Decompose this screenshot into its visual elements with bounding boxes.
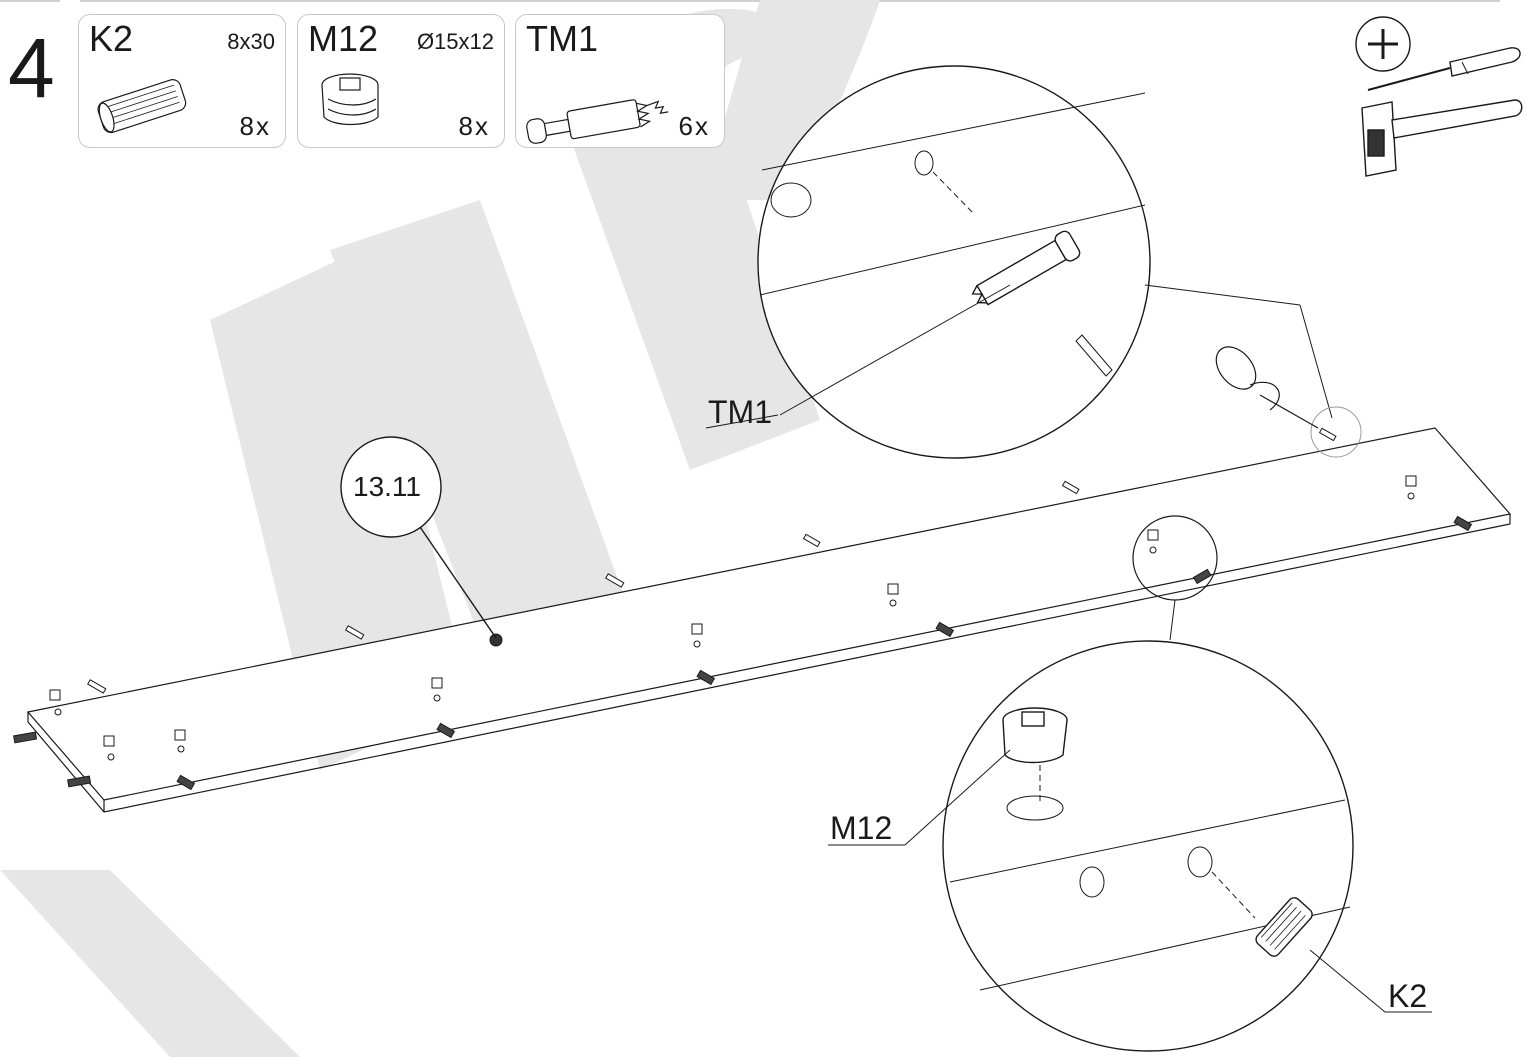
magnifier-tm1 (705, 65, 1333, 459)
watermark (0, 0, 880, 1057)
magnifier-m12-k2 (828, 599, 1432, 1052)
step-number: 4 (8, 21, 55, 115)
cam-bolt-icon (526, 99, 669, 144)
cam-top-6 (887, 583, 899, 595)
part-code: TM1 (526, 18, 598, 59)
reference-label: 13.11 (353, 471, 421, 502)
part-dimension: 8x30 (227, 29, 275, 54)
dowel-front-4 (935, 621, 955, 638)
part-card-m12: M12 Ø15x12 8x (297, 14, 505, 148)
board-fittings (13, 427, 1473, 791)
cam-top-4 (431, 677, 443, 689)
bolt-top-3 (605, 573, 625, 588)
callout-tm1: TM1 (708, 394, 772, 430)
bolt-top-4 (802, 533, 821, 548)
dowel-front-6 (1453, 515, 1473, 532)
part-code: M12 (308, 18, 379, 59)
phillips-plus-icon (1355, 16, 1411, 72)
dowel-front-1 (176, 774, 196, 791)
dowel-front-2 (436, 722, 456, 739)
dowel-end-left-1 (13, 731, 38, 744)
cam-top-8 (1405, 475, 1417, 487)
part-code: K2 (89, 18, 134, 59)
bolt-top-6 (1318, 427, 1337, 442)
callout-m12: M12 (830, 810, 893, 846)
screwdriver-in-use (1215, 346, 1319, 429)
dowel-front-3 (696, 669, 716, 686)
small-detail-circle (1310, 406, 1362, 458)
detail-circle-m12 (1132, 515, 1218, 601)
dowel-end-left-2 (67, 775, 92, 788)
tools-group (1355, 16, 1523, 177)
callout-k2: K2 (1388, 978, 1428, 1014)
cam-top-2 (103, 735, 115, 747)
cam-top-1 (49, 689, 61, 701)
m12-cam-zoom (1002, 707, 1068, 764)
cam-top-5 (691, 623, 703, 635)
k2-dowel-zoom (1255, 897, 1313, 957)
tm1-bolt-zoom (971, 230, 1081, 306)
cam-top-7 (1147, 529, 1159, 541)
board-panel (26, 427, 1512, 813)
part-quantity: 8x (458, 111, 490, 141)
part-quantity: 6x (678, 111, 710, 141)
header-rule-left (0, 0, 60, 2)
screwdriver-icon (1367, 47, 1521, 91)
bolt-top-1 (87, 679, 107, 694)
bolt-top-5 (1061, 480, 1080, 495)
part-card-k2: K2 8x30 8x (78, 14, 286, 148)
part-card-tm1: TM1 6x (515, 14, 725, 148)
part-dimension: Ø15x12 (416, 29, 494, 54)
dowel-front-5 (1192, 568, 1212, 585)
part-quantity: 8x (239, 111, 271, 141)
bolt-top-2 (345, 625, 365, 640)
cam-top-3 (174, 729, 186, 741)
hammer-icon (1361, 99, 1523, 177)
dowel-icon (97, 79, 187, 134)
cam-lock-icon (321, 73, 379, 126)
reference-bubble (340, 436, 497, 639)
